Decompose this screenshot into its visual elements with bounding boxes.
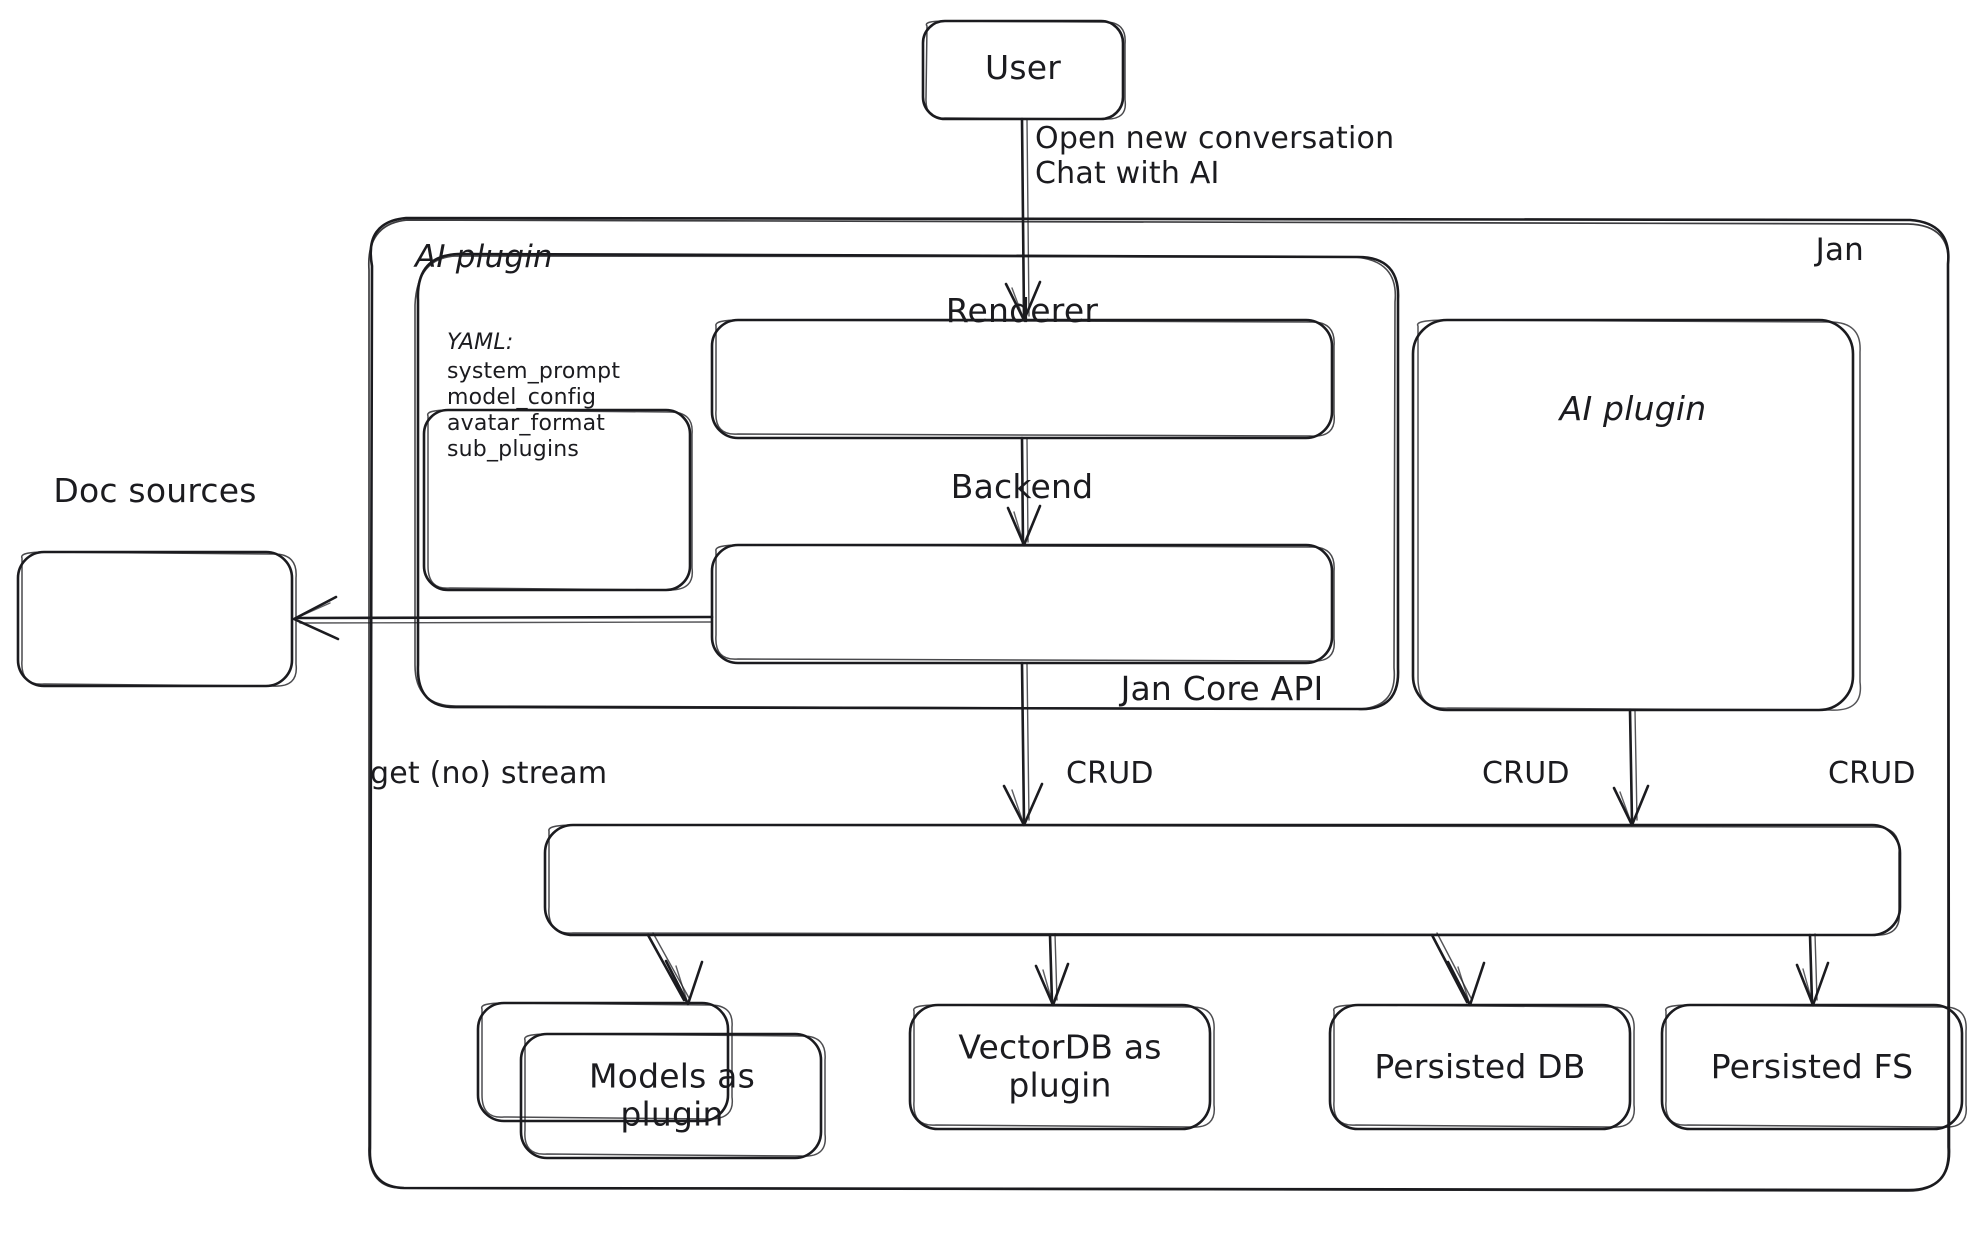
yaml-key-system-prompt: system_prompt — [447, 359, 621, 384]
yaml-key-sub-plugins: sub_plugins — [447, 437, 580, 462]
doc-sources-box-shape — [16, 550, 298, 688]
vectordb-box-shape — [908, 1003, 1216, 1131]
edge-label-core-to-models: get (no) stream — [370, 756, 608, 791]
models-as-plugin-shape — [476, 1001, 827, 1160]
jan-container-shape — [368, 216, 1951, 1192]
persisted-fs-label: Persisted FS — [1710, 1046, 1914, 1086]
edge-label-core-to-persisted-db: CRUD — [1482, 756, 1570, 791]
edge-label-core-to-persisted-fs: CRUD — [1828, 756, 1916, 791]
edge-label-core-to-vectordb: CRUD — [1066, 756, 1154, 791]
ai-plugin-box-shape — [1411, 318, 1862, 712]
persisted-db-box-shape — [1328, 1003, 1636, 1131]
edge-backend-to-core — [1002, 661, 1044, 827]
edge-core-to-vectordb — [1034, 933, 1070, 1007]
ai-plugin-group-label: AI plugin — [415, 239, 553, 275]
edge-core-to-models — [646, 932, 704, 1006]
renderer-box-shape — [710, 318, 1336, 440]
edge-user-to-renderer — [1004, 117, 1042, 322]
backend-box-shape — [710, 543, 1336, 665]
persisted-db-label: Persisted DB — [1374, 1046, 1586, 1086]
edge-aiplugin-to-core — [1612, 708, 1650, 827]
ai-plugin-group-shape — [414, 252, 1400, 711]
jan-core-api-label: Jan Core API — [1120, 668, 1324, 708]
user-label: User — [984, 47, 1062, 87]
edge-renderer-to-backend — [1006, 436, 1042, 547]
edge-core-to-persisted-db — [1430, 932, 1486, 1007]
jan-container-label: Jan — [1815, 232, 1864, 268]
edge-backend-to-doc-sources — [292, 595, 714, 641]
backend-label: Backend — [950, 466, 1094, 506]
edge-core-to-persisted-fs — [1795, 933, 1830, 1007]
yaml-card-shape — [422, 408, 694, 592]
yaml-key-model-config: model_config — [447, 385, 597, 410]
edge-label-user-to-renderer: Open new conversation Chat with AI — [1035, 121, 1395, 191]
jan-core-api-shape — [543, 823, 1902, 937]
yaml-key-avatar-format: avatar_format — [447, 411, 606, 436]
vectordb-as-plugin-label: VectorDB as plugin — [958, 1027, 1162, 1105]
doc-sources-label: Doc sources — [53, 470, 257, 510]
renderer-label: Renderer — [945, 290, 1099, 330]
models-as-plugin-label: Models as plugin — [589, 1056, 755, 1134]
ai-plugin-box-label: AI plugin — [1559, 388, 1707, 428]
yaml-card-header: YAML: — [447, 330, 514, 355]
